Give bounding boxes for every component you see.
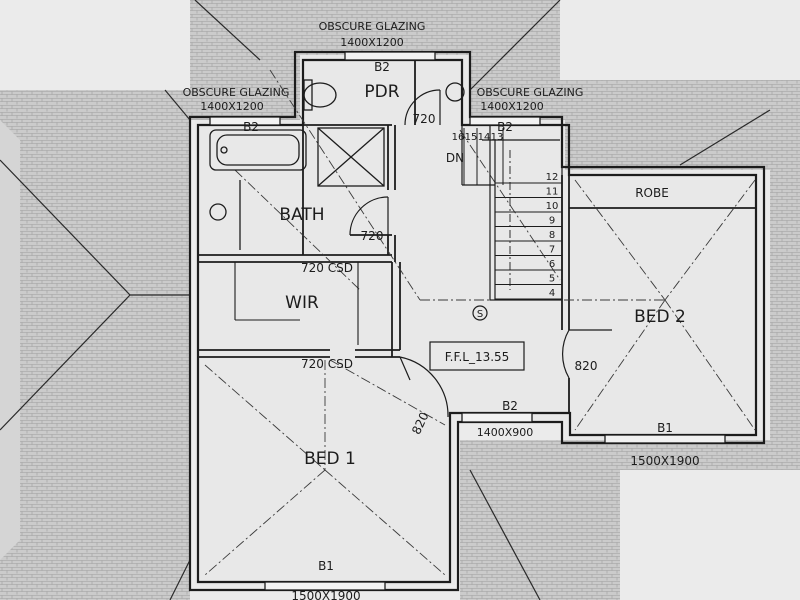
window-bath-glazing: OBSCURE GLAZING	[183, 86, 290, 99]
bed1-door-swing	[399, 356, 449, 418]
roof-hip-lines	[0, 0, 771, 600]
window-bed1-size: 1500X1900	[291, 589, 360, 600]
level-label: F.F.L_13.55	[445, 350, 510, 364]
window-pdr-code: B2	[374, 60, 390, 74]
window-bath-size: 1400X1200	[200, 100, 264, 113]
stair-step-number: 4	[549, 288, 555, 299]
door-label-bath: 720	[361, 229, 384, 243]
bath-window	[209, 116, 281, 126]
room-label-pdr: PDR	[364, 82, 399, 102]
stair-step-number: 9	[549, 216, 555, 227]
door-swings	[349, 89, 612, 418]
stair-step-number: 10	[546, 201, 559, 212]
smoke-detector	[472, 305, 488, 321]
room-label-bath: BATH	[279, 205, 324, 225]
window-landing-code: B2	[502, 399, 518, 413]
bath-door-swing	[349, 196, 389, 236]
window-frames	[209, 51, 726, 591]
stair-step-number: 14	[478, 132, 491, 143]
window-stair-glazing: OBSCURE GLAZING	[477, 86, 584, 99]
stair-step-number: 8	[549, 230, 555, 241]
bed2-door-swing	[562, 329, 570, 379]
window-bed2-code: B1	[657, 421, 673, 435]
stair-step-number: 11	[546, 187, 559, 198]
door-label-bath-csd: 720 CSD	[301, 261, 353, 275]
stair-step-number: 16	[452, 132, 465, 143]
window-stair-code: B2	[497, 120, 513, 134]
shower-base	[317, 127, 385, 187]
stair-window	[469, 116, 541, 126]
window-bed1-code: B1	[318, 559, 334, 573]
window-pdr-glazing: OBSCURE GLAZING	[319, 20, 426, 33]
pdr-basin	[445, 82, 465, 102]
stair-step-number: 13	[491, 132, 504, 143]
bed1-window	[264, 581, 386, 591]
room-label-robe: ROBE	[635, 186, 669, 200]
level-box	[429, 341, 525, 371]
door-label-wir-csd: 720 CSD	[301, 357, 353, 371]
room-label-bed1: BED 1	[304, 449, 356, 469]
window-bath-code: B2	[243, 120, 259, 134]
pdr-window	[344, 51, 436, 61]
window-stair-size: 1400X1200	[480, 100, 544, 113]
stair-step-number: 6	[549, 259, 555, 270]
landing-window	[461, 412, 533, 423]
window-landing-size: 1400X900	[477, 426, 534, 439]
door-label-pdr: 720	[413, 112, 436, 126]
room-label-bed2: BED 2	[634, 307, 686, 327]
stair-step-number: 5	[549, 274, 555, 285]
stair-step-number: 15	[465, 132, 478, 143]
stair-step-number: 7	[549, 245, 555, 256]
smoke-detector-label: S	[477, 309, 483, 320]
window-pdr-size: 1400X1200	[340, 36, 404, 49]
stair-treads	[463, 128, 562, 300]
basin	[209, 203, 227, 221]
wir-shelving	[234, 261, 390, 345]
stair-step-number: 12	[546, 172, 559, 183]
bath-tub	[209, 129, 307, 171]
bathroom-fixtures	[209, 79, 465, 250]
pdr-door-swing	[404, 89, 441, 126]
bed2-window	[604, 434, 726, 444]
door-label-bed2: 820	[575, 359, 598, 373]
stair-down-label: DN	[446, 151, 464, 165]
window-bed2-size: 1500X1900	[630, 454, 699, 468]
room-label-wir: WIR	[285, 293, 319, 313]
